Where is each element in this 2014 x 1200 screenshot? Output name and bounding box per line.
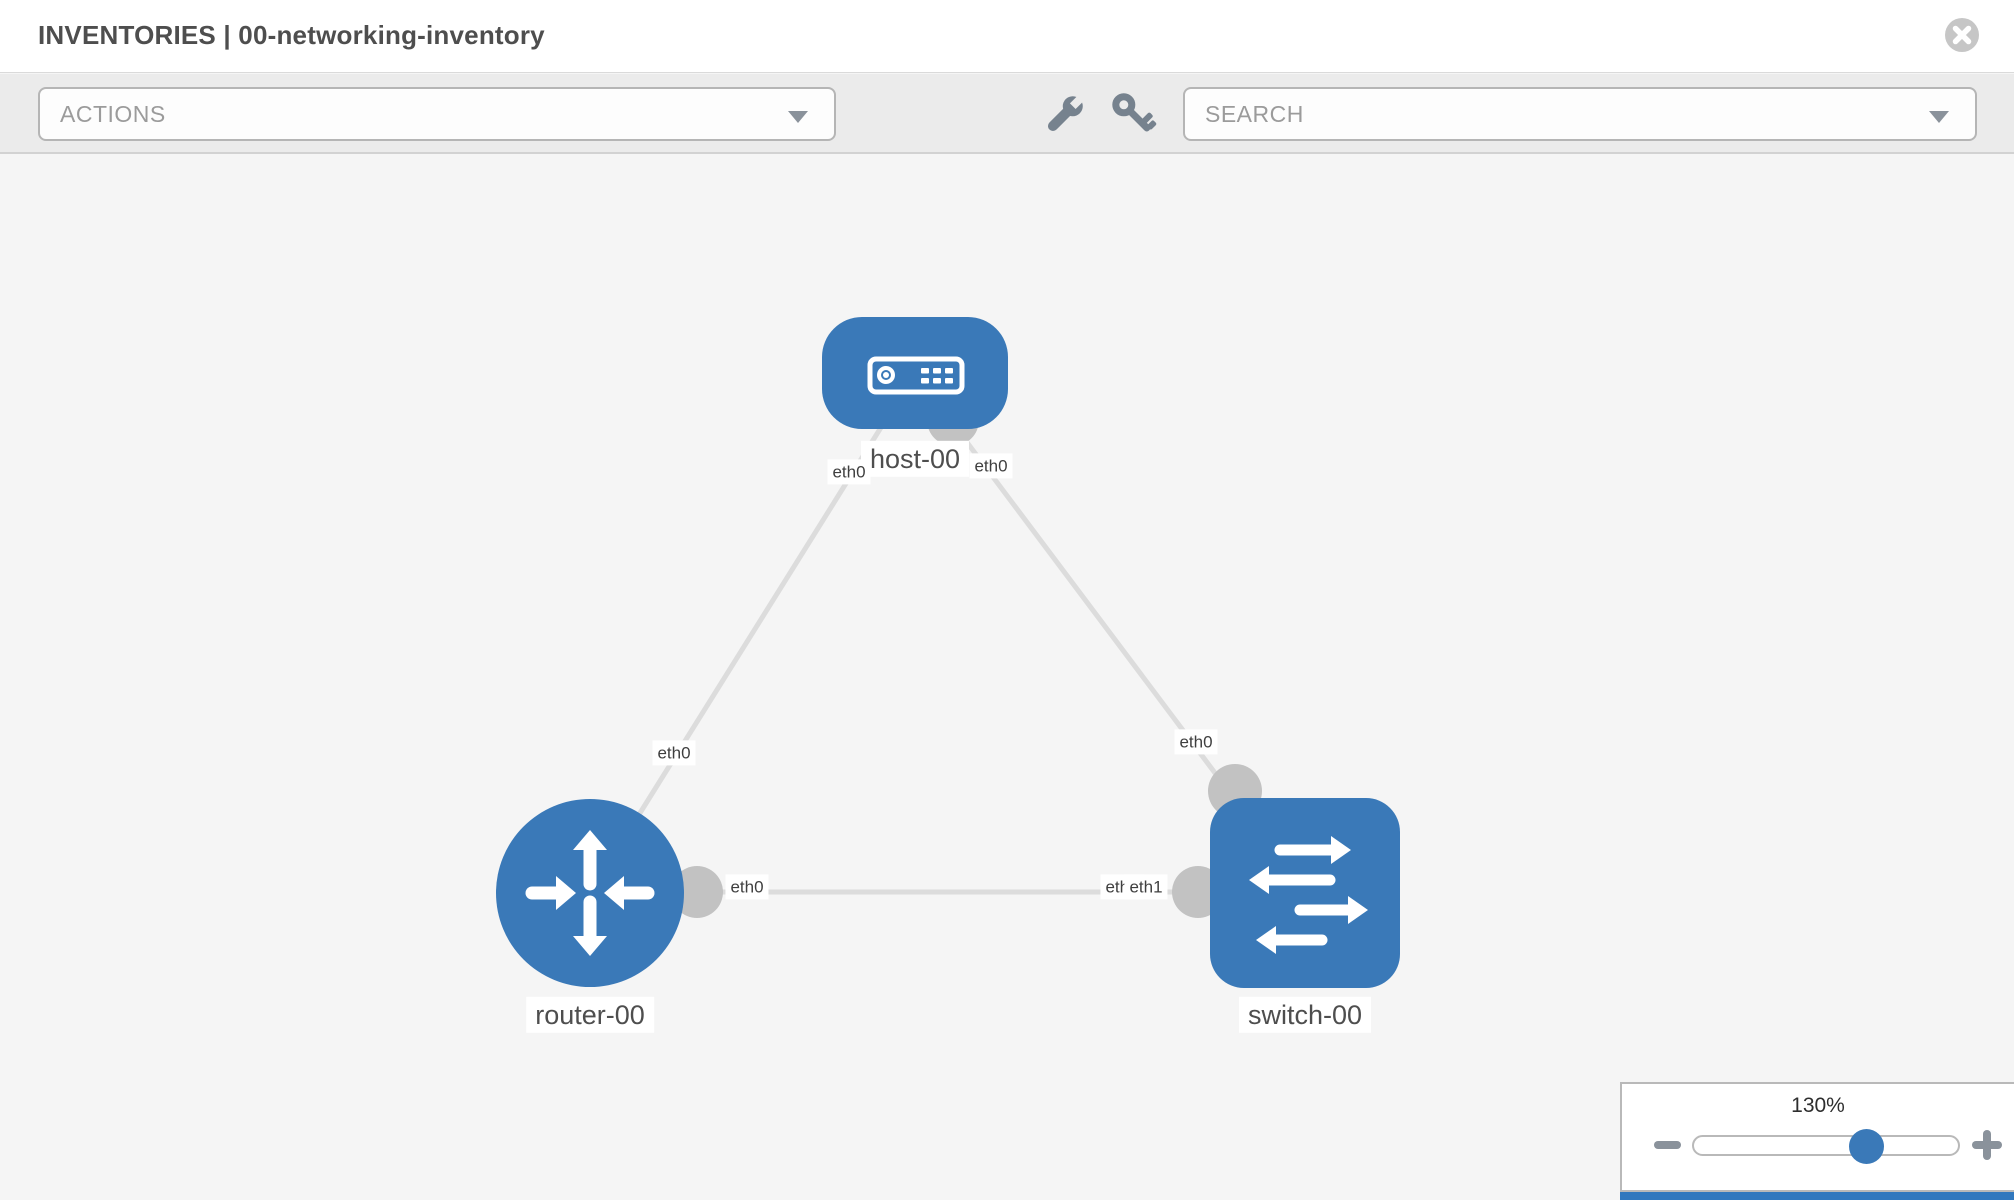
- interface-chip-switch-top: eth0: [1174, 729, 1218, 755]
- zoom-in-button[interactable]: [1972, 1130, 2002, 1160]
- switch-arrows-icon: [1249, 836, 1368, 954]
- search-dropdown[interactable]: SEARCH: [1183, 87, 1977, 141]
- search-dropdown-label: SEARCH: [1205, 100, 1304, 127]
- node-label-host: host-00: [860, 440, 970, 478]
- zoom-level-value: 130%: [1791, 1094, 1845, 1117]
- server-icon: [867, 356, 965, 395]
- actions-dropdown[interactable]: ACTIONS: [38, 87, 836, 141]
- zoom-panel: 130%: [1620, 1082, 2014, 1192]
- actions-dropdown-label: ACTIONS: [60, 100, 166, 127]
- close-button[interactable]: [1944, 17, 1980, 53]
- interface-chip-router-right: eth0: [725, 874, 769, 900]
- key-button[interactable]: [1103, 84, 1163, 144]
- wrench-button[interactable]: [1035, 84, 1095, 144]
- wrench-icon: [1047, 92, 1087, 132]
- page-title: INVENTORIES | 00-networking-inventory: [38, 20, 545, 50]
- router-arrows-icon: [525, 830, 655, 956]
- node-router[interactable]: [496, 799, 684, 987]
- interface-chip-router-top: eth0: [652, 740, 696, 766]
- topology-canvas[interactable]: host-00 router-00 switch-00 eth0 eth0 et…: [0, 156, 2014, 1200]
- interface-chip-host-left: eth0: [827, 459, 871, 485]
- chevron-down-icon: [1929, 111, 1949, 123]
- zoom-out-button[interactable]: [1654, 1141, 1681, 1149]
- footer-accent-strip: [1620, 1192, 2014, 1200]
- chevron-down-icon: [788, 111, 808, 123]
- interface-chip-switch-left: eth1: [1124, 874, 1168, 900]
- page-header: INVENTORIES | 00-networking-inventory: [0, 0, 2014, 73]
- node-switch[interactable]: [1210, 798, 1400, 988]
- node-label-router: router-00: [526, 996, 654, 1034]
- node-label-switch: switch-00: [1238, 996, 1372, 1034]
- key-icon: [1112, 93, 1157, 132]
- node-host[interactable]: [822, 317, 1008, 429]
- zoom-slider-thumb[interactable]: [1849, 1129, 1884, 1164]
- close-icon: [1945, 18, 1979, 52]
- port-router-eth0: [671, 866, 723, 918]
- interface-chip-host-right: eth0: [969, 453, 1013, 479]
- zoom-slider-track[interactable]: [1692, 1129, 1960, 1164]
